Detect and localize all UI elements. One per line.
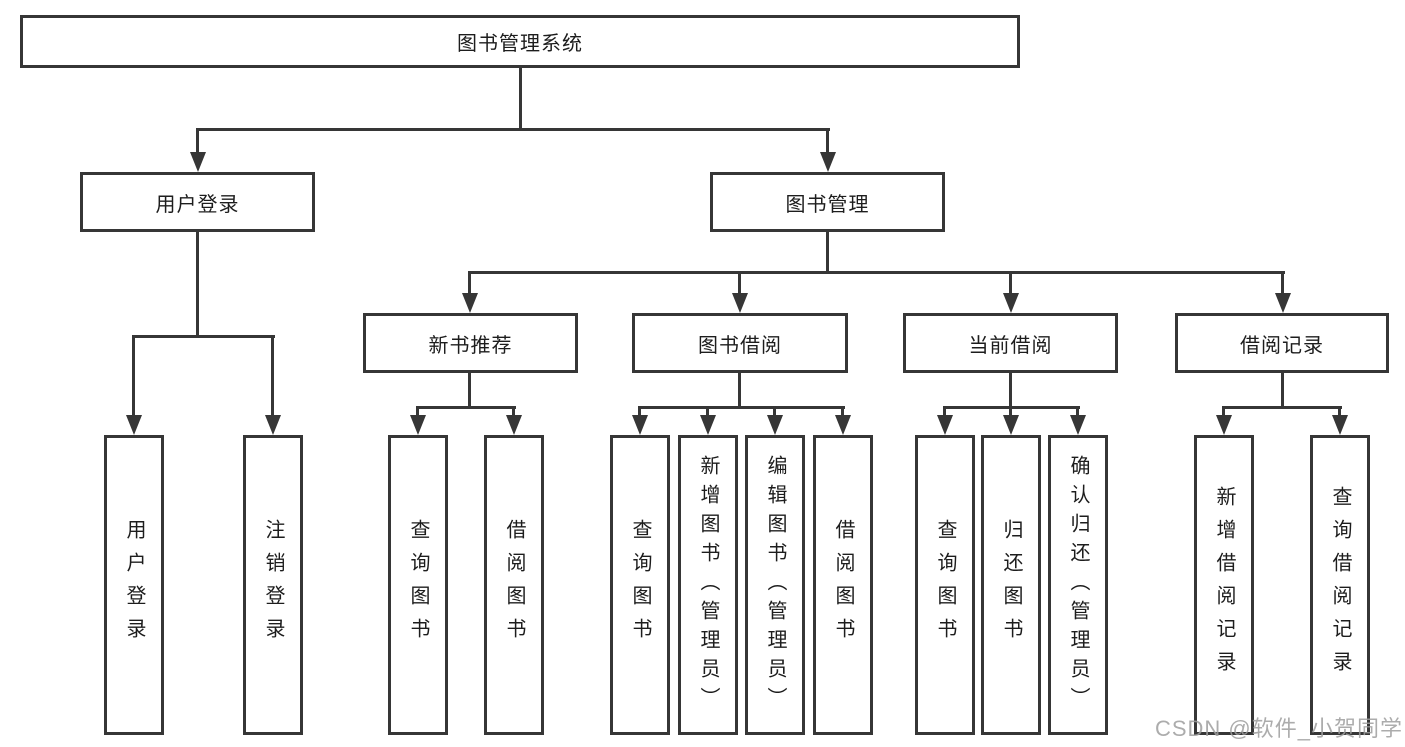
node-user-login-branch-label: 用户登录 — [155, 193, 240, 216]
connector-line — [1076, 406, 1079, 418]
connector-line — [132, 335, 135, 418]
connector-line — [416, 406, 516, 409]
leaf-bb-borrow-books: 借阅图书 — [813, 435, 873, 735]
leaf-user-login-label: 用户登录 — [123, 519, 145, 651]
arrow-down-icon — [937, 415, 953, 435]
leaf-bb-borrow-books-label: 借阅图书 — [832, 519, 854, 651]
connector-line — [1222, 406, 1342, 409]
arrow-down-icon — [506, 415, 522, 435]
arrow-down-icon — [767, 415, 783, 435]
node-new-books: 新书推荐 — [363, 313, 578, 373]
leaf-cb-query-books-label: 查询图书 — [934, 519, 956, 651]
connector-line — [196, 128, 199, 155]
leaf-bb-edit-books-admin-label: 编辑图书（管理员） — [764, 454, 786, 716]
node-book-borrow: 图书借阅 — [632, 313, 848, 373]
connector-line — [196, 232, 199, 335]
connector-line — [826, 232, 829, 271]
leaf-cb-return-books: 归还图书 — [981, 435, 1041, 735]
node-root-label: 图书管理系统 — [457, 33, 583, 55]
connector-line — [1338, 406, 1341, 418]
connector-line — [1281, 373, 1284, 406]
node-borrow-records-label: 借阅记录 — [1240, 334, 1324, 357]
connector-line — [468, 271, 1285, 274]
leaf-nb-query-books-label: 查询图书 — [407, 519, 429, 651]
connector-line — [943, 406, 946, 418]
leaf-br-query-record-label: 查询借阅记录 — [1329, 486, 1351, 684]
watermark: CSDN @软件_小贺同学 — [1154, 716, 1403, 741]
node-book-mgmt-label: 图书管理 — [785, 193, 870, 216]
arrow-down-icon — [632, 415, 648, 435]
arrow-down-icon — [1070, 415, 1086, 435]
connector-line — [512, 406, 515, 418]
arrow-down-icon — [1332, 415, 1348, 435]
leaf-bb-edit-books-admin: 编辑图书（管理员） — [745, 435, 805, 735]
connector-line — [841, 406, 844, 418]
arrow-down-icon — [1003, 293, 1019, 313]
connector-line — [1009, 406, 1012, 418]
arrow-down-icon — [820, 152, 836, 172]
arrow-down-icon — [410, 415, 426, 435]
leaf-logout: 注销登录 — [243, 435, 303, 735]
connector-line — [738, 271, 741, 296]
leaf-cb-confirm-return-admin: 确认归还（管理员） — [1048, 435, 1108, 735]
node-book-mgmt: 图书管理 — [710, 172, 945, 232]
leaf-cb-return-books-label: 归还图书 — [1000, 519, 1022, 651]
node-current-borrow: 当前借阅 — [903, 313, 1118, 373]
connector-line — [1009, 271, 1012, 296]
arrow-down-icon — [190, 152, 206, 172]
arrow-down-icon — [835, 415, 851, 435]
arrow-down-icon — [126, 415, 142, 435]
connector-line — [519, 68, 522, 128]
connector-line — [1009, 373, 1012, 406]
arrow-down-icon — [732, 293, 748, 313]
node-user-login-branch: 用户登录 — [80, 172, 315, 232]
leaf-cb-confirm-return-admin-label: 确认归还（管理员） — [1067, 454, 1089, 716]
node-borrow-records: 借阅记录 — [1175, 313, 1389, 373]
arrow-down-icon — [462, 293, 478, 313]
leaf-nb-borrow-books-label: 借阅图书 — [503, 519, 525, 651]
arrow-down-icon — [1216, 415, 1232, 435]
leaf-cb-query-books: 查询图书 — [915, 435, 975, 735]
connector-line — [638, 406, 845, 409]
node-new-books-label: 新书推荐 — [428, 334, 513, 357]
leaf-logout-label: 注销登录 — [262, 519, 284, 651]
connector-line — [196, 128, 830, 131]
leaf-br-add-record: 新增借阅记录 — [1194, 435, 1254, 735]
connector-line — [638, 406, 641, 418]
connector-line — [706, 406, 709, 418]
leaf-bb-add-books-admin: 新增图书（管理员） — [678, 435, 738, 735]
connector-line — [271, 335, 274, 418]
connector-line — [416, 406, 419, 418]
leaf-br-add-record-label: 新增借阅记录 — [1213, 486, 1235, 684]
arrow-down-icon — [700, 415, 716, 435]
connector-line — [1222, 406, 1225, 418]
node-root: 图书管理系统 — [20, 15, 1020, 68]
connector-line — [826, 128, 829, 155]
leaf-nb-query-books: 查询图书 — [388, 435, 448, 735]
leaf-bb-query-books-label: 查询图书 — [629, 519, 651, 651]
connector-line — [773, 406, 776, 418]
arrow-down-icon — [1275, 293, 1291, 313]
arrow-down-icon — [265, 415, 281, 435]
connector-line — [468, 271, 471, 296]
leaf-bb-add-books-admin-label: 新增图书（管理员） — [697, 454, 719, 716]
connector-line — [132, 335, 275, 338]
node-book-borrow-label: 图书借阅 — [698, 334, 782, 357]
connector-line — [1281, 271, 1284, 296]
leaf-bb-query-books: 查询图书 — [610, 435, 670, 735]
leaf-user-login: 用户登录 — [104, 435, 164, 735]
arrow-down-icon — [1003, 415, 1019, 435]
connector-line — [738, 373, 741, 406]
leaf-nb-borrow-books: 借阅图书 — [484, 435, 544, 735]
node-current-borrow-label: 当前借阅 — [968, 334, 1053, 357]
connector-line — [468, 373, 471, 406]
leaf-br-query-record: 查询借阅记录 — [1310, 435, 1370, 735]
